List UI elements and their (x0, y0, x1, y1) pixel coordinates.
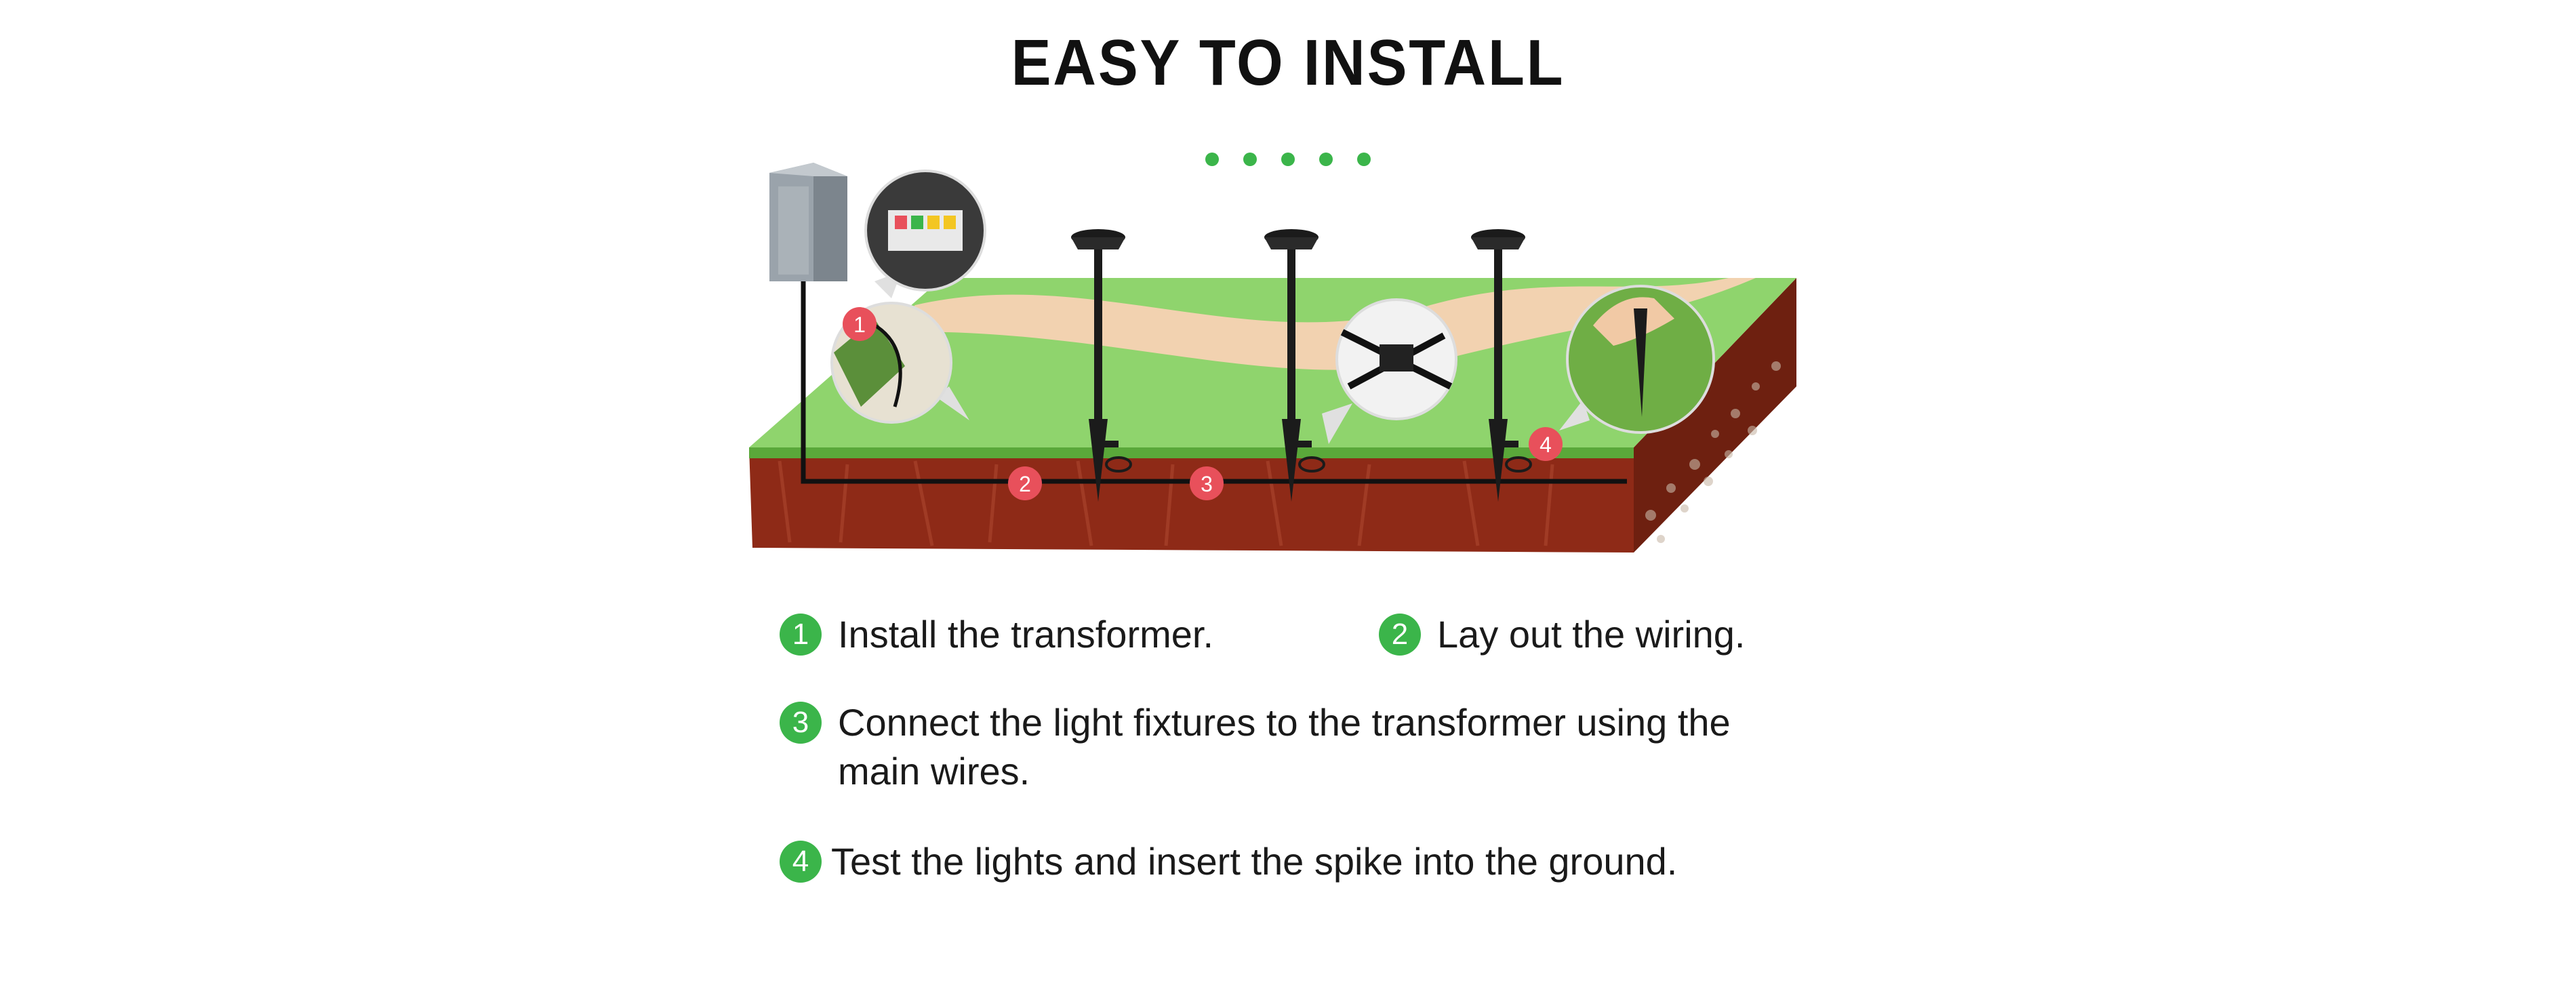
dot[interactable] (1205, 153, 1219, 166)
callout-spike-insert (1559, 285, 1715, 434)
installation-illustration: 1 2 3 4 (749, 163, 1796, 553)
carousel-dots (0, 153, 2576, 166)
svg-text:4: 4 (1539, 433, 1552, 457)
marker-2: 2 (1008, 466, 1042, 500)
step-number-badge: 1 (780, 614, 822, 656)
dot[interactable] (1281, 153, 1295, 166)
step-text: Lay out the wiring. (1437, 613, 1746, 656)
page-title: EASY TO INSTALL (1011, 26, 1565, 99)
step-text: Install the transformer. (838, 613, 1214, 656)
marker-3: 3 (1190, 466, 1224, 500)
step-text: Test the lights and insert the spike int… (831, 840, 1678, 883)
marker-4: 4 (1529, 427, 1563, 461)
path-light-fixture (1471, 229, 1532, 502)
step-item: 2 Lay out the wiring. (1379, 610, 1745, 659)
svg-text:2: 2 (1019, 472, 1031, 496)
side-pebbles (1645, 361, 1781, 543)
callout-terminal-detail (864, 169, 986, 298)
soil-texture (778, 460, 1554, 546)
svg-text:3: 3 (1201, 472, 1213, 496)
step-number-badge: 3 (780, 702, 822, 744)
soil-side (1634, 278, 1796, 553)
garden-path (885, 278, 1756, 370)
step-item: 4 Test the lights and insert the spike i… (780, 837, 1677, 886)
soil-front (749, 447, 1634, 553)
dot[interactable] (1243, 153, 1257, 166)
marker-1: 1 (843, 307, 877, 341)
dot[interactable] (1357, 153, 1371, 166)
path-light-fixture (1264, 229, 1325, 502)
step-item: 1 Install the transformer. (780, 610, 1213, 659)
svg-text:1: 1 (853, 313, 866, 337)
dot[interactable] (1319, 153, 1333, 166)
transformer-box (769, 163, 847, 281)
step-text: Connect the light fixtures to the transf… (838, 701, 1731, 793)
grass-edge (749, 447, 1634, 458)
path-light-fixture (1071, 229, 1132, 502)
step-item: 3 Connect the light fixtures to the tran… (780, 698, 1821, 796)
step-number-badge: 2 (1379, 614, 1421, 656)
step-number-badge: 4 (780, 841, 822, 883)
main-wire (801, 281, 1627, 484)
callout-connector (1322, 298, 1457, 444)
